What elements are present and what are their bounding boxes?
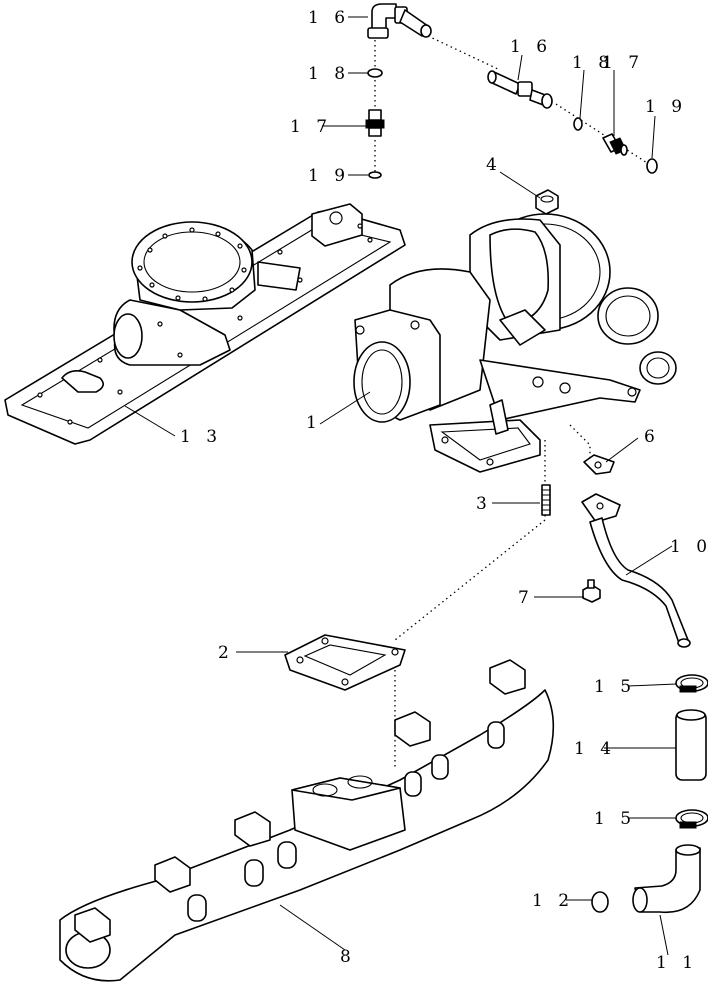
callout-19-top: 1 9 bbox=[308, 166, 350, 186]
part-14-hose bbox=[675, 709, 707, 781]
callout-4: 4 bbox=[486, 155, 502, 175]
callout-17-right: 1 7 bbox=[602, 53, 644, 73]
leader-lines bbox=[124, 16, 677, 956]
part-10-drain-tube bbox=[581, 493, 691, 648]
callout-13: 1 3 bbox=[180, 427, 222, 447]
part-11-elbow-tube bbox=[632, 844, 701, 914]
part-19-o-ring bbox=[368, 171, 382, 179]
callout-3: 3 bbox=[476, 494, 492, 514]
part-18-o-ring-right bbox=[573, 117, 583, 131]
part-17-connector-right bbox=[602, 133, 628, 156]
callout-15-top: 1 5 bbox=[594, 677, 636, 697]
part-7-bolt bbox=[582, 579, 601, 603]
part-8-exhaust-manifold bbox=[59, 659, 555, 982]
part-6-gasket bbox=[583, 454, 615, 475]
part-15-clamp-bottom bbox=[675, 809, 708, 829]
part-18-o-ring bbox=[367, 68, 383, 78]
callout-19-right: 1 9 bbox=[645, 97, 687, 117]
part-16-hose-fitting bbox=[487, 70, 553, 109]
part-12-o-ring bbox=[591, 891, 609, 913]
callout-16-middle: 1 6 bbox=[510, 37, 552, 57]
callout-18-right: 1 8 bbox=[572, 53, 614, 73]
part-15-clamp-top bbox=[675, 674, 708, 693]
part-2-flange-gasket bbox=[284, 634, 406, 691]
callout-16-top: 1 6 bbox=[308, 8, 350, 28]
callout-8: 8 bbox=[340, 947, 356, 967]
part-13-gasket-plate bbox=[4, 203, 406, 445]
callout-18-top: 1 8 bbox=[308, 64, 350, 84]
callout-15-bottom: 1 5 bbox=[594, 809, 636, 829]
part-4-nut bbox=[535, 189, 559, 215]
callout-17-top: 1 7 bbox=[290, 117, 332, 137]
part-17-connector bbox=[365, 109, 385, 137]
callout-11: 1 1 bbox=[656, 953, 698, 973]
callout-7: 7 bbox=[518, 588, 534, 608]
assembly-lines bbox=[374, 35, 656, 770]
part-3-stud bbox=[541, 484, 551, 516]
callout-14: 1 4 bbox=[574, 739, 616, 759]
callout-labels: 1 6 1 8 1 7 1 9 1 6 1 8 1 7 1 9 4 1 1 3 … bbox=[180, 8, 708, 973]
callout-6: 6 bbox=[644, 427, 660, 447]
part-19-o-ring-right bbox=[646, 158, 658, 174]
callout-2: 2 bbox=[218, 643, 234, 663]
part-16-elbow-fitting bbox=[367, 3, 432, 39]
callout-1: 1 bbox=[306, 413, 322, 433]
callout-12: 1 2 bbox=[532, 891, 574, 911]
part-1-turbocharger bbox=[353, 213, 677, 473]
callout-10: 1 0 bbox=[670, 537, 708, 557]
